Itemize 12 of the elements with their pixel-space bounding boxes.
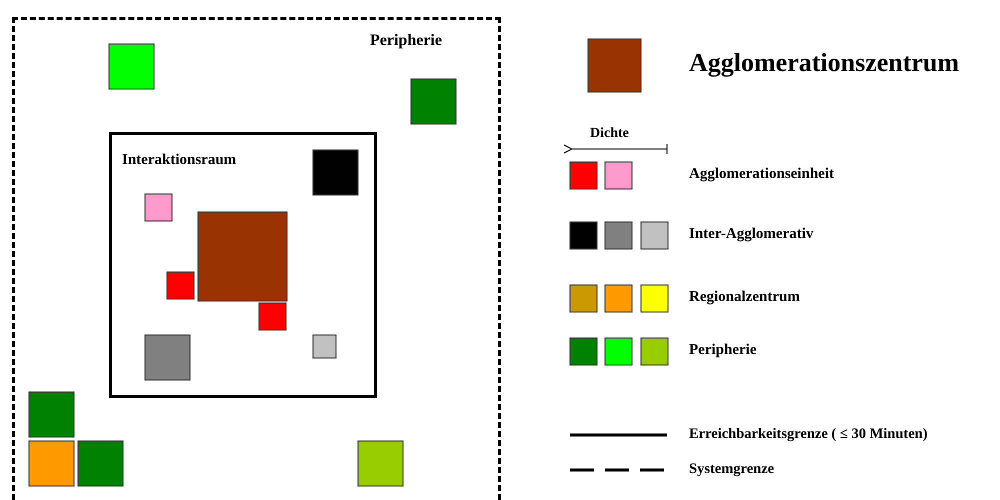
reachability-boundary <box>109 132 377 398</box>
legend-label: Regionalzentrum <box>689 289 800 306</box>
system-boundary <box>12 17 501 500</box>
legend-label: Agglomerationszentrum <box>689 48 960 78</box>
legend-label: Systemgrenze <box>689 461 774 478</box>
area-label: Interaktionsraum <box>122 152 236 169</box>
legend-label: Peripherie <box>689 342 756 359</box>
area-label: Peripherie <box>370 32 442 50</box>
legend-label: Agglomerationseinheit <box>689 166 834 183</box>
legend-label: Inter-Agglomerativ <box>689 226 814 243</box>
legend-label: Erreichbarkeitsgrenze ( ≤ 30 Minuten) <box>689 426 928 443</box>
density-label: Dichte <box>590 126 629 142</box>
